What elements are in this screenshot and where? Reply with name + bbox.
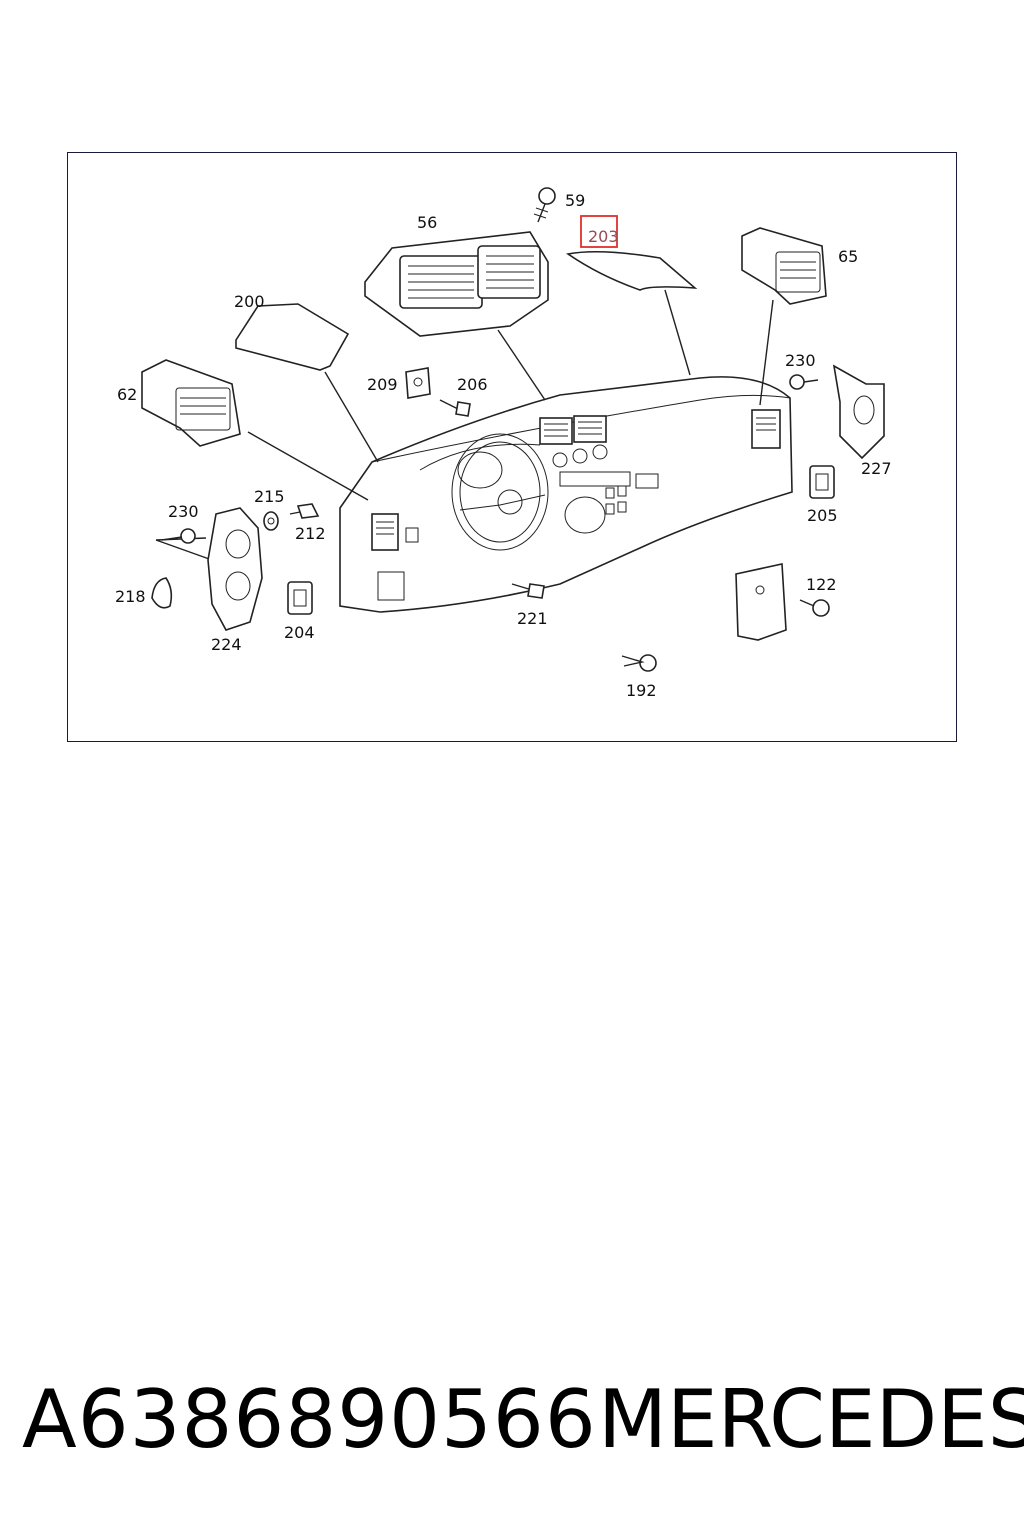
part-204-switch — [287, 581, 313, 615]
part-205-switch — [809, 465, 835, 499]
part-62-left-vent — [141, 359, 241, 447]
label-204[interactable]: 204 — [284, 623, 315, 642]
part-56-center-vent — [364, 231, 549, 337]
part-122-bracket — [735, 563, 787, 641]
part-number: A6386890566 — [22, 1373, 597, 1466]
label-230[interactable]: 230 — [785, 351, 816, 370]
part-65-right-vent — [741, 227, 827, 305]
diagram-frame — [67, 152, 957, 742]
part-218-cap — [151, 577, 173, 609]
part-206-bolt — [439, 399, 471, 417]
label-212[interactable]: 212 — [295, 524, 326, 543]
part-122-screw — [799, 599, 830, 617]
label-209[interactable]: 209 — [367, 375, 398, 394]
label-56[interactable]: 56 — [417, 213, 437, 232]
label-218[interactable]: 218 — [115, 587, 146, 606]
part-203-cover-panel — [565, 250, 698, 291]
brand-name: MERCEDES — [598, 1373, 1024, 1466]
dashboard-illustration — [339, 376, 793, 613]
parts-diagram: 59 56 203 65 200 62 230 209 206 227 215 … — [115, 187, 892, 700]
part-224-bracket — [207, 507, 263, 631]
label-227[interactable]: 227 — [861, 459, 892, 478]
part-227-bracket — [832, 364, 885, 460]
part-200-panel — [235, 303, 350, 371]
label-215[interactable]: 215 — [254, 487, 285, 506]
part-215-washer — [263, 511, 279, 531]
label-206[interactable]: 206 — [457, 375, 488, 394]
label-65[interactable]: 65 — [838, 247, 858, 266]
part-230-bolt-right — [789, 374, 819, 390]
label-230-left[interactable]: 230 — [168, 502, 199, 521]
label-224[interactable]: 224 — [211, 635, 242, 654]
label-62[interactable]: 62 — [117, 385, 137, 404]
callout-labels: 59 56 203 65 200 62 230 209 206 227 215 … — [115, 191, 892, 700]
label-59[interactable]: 59 — [565, 191, 585, 210]
part-221-bolt — [511, 583, 545, 599]
part-230-bolt-left — [161, 528, 196, 544]
part-192-screw — [621, 654, 657, 672]
part-212-nut — [289, 503, 320, 519]
label-192[interactable]: 192 — [626, 681, 657, 700]
part-59-screw — [533, 187, 556, 223]
label-203[interactable]: 203 — [588, 227, 619, 246]
label-122[interactable]: 122 — [806, 575, 837, 594]
label-205[interactable]: 205 — [807, 506, 838, 525]
label-200[interactable]: 200 — [234, 292, 265, 311]
part-209-clip — [405, 367, 431, 399]
part-203-highlight-box — [580, 215, 618, 248]
footer: A6386890566 MERCEDES — [0, 1370, 1024, 1480]
label-221[interactable]: 221 — [517, 609, 548, 628]
